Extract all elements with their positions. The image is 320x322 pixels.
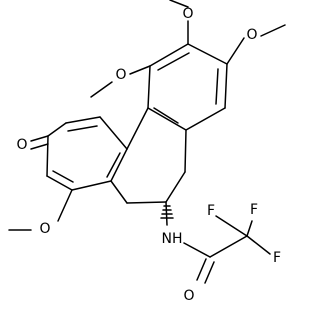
bond-trop-double-2 — [52, 170, 74, 183]
bond-trop-double-1 — [106, 152, 121, 178]
bond-trop-2 — [71, 180, 112, 191]
bond-trop-4 — [46, 135, 49, 177]
bond-ar-double-3 — [153, 107, 179, 124]
bond-seven-3 — [126, 201, 167, 204]
bond-ring-methoxy-1 — [57, 189, 73, 222]
bond-seven-1 — [184, 129, 187, 173]
bond-amide-co-1 — [196, 258, 207, 281]
fluorine-top-right-label: F — [250, 202, 258, 218]
oxygen-ring-methoxy-label: O — [39, 221, 50, 237]
fluorine-top-left-label: F — [207, 203, 215, 219]
bond-trop-double-3 — [67, 125, 98, 132]
nitrogen-amide-label: NH — [162, 231, 183, 247]
fluorine-right-label: F — [273, 250, 281, 266]
bond-trop-3 — [46, 175, 73, 191]
bond-ketone-1 — [30, 135, 49, 142]
bond-cf3-3 — [246, 235, 271, 255]
bond-amide-co-2 — [204, 261, 215, 284]
bond-ar-double-2 — [215, 68, 219, 105]
bond-cf3-2 — [215, 215, 248, 237]
oxygen-ketone-label: O — [16, 137, 27, 153]
bond-ar-6 — [147, 65, 151, 109]
bond-trop-6 — [65, 116, 101, 124]
bond-group — [8, 0, 286, 284]
bond-methoxy-right-1 — [226, 37, 245, 65]
bond-ar-2 — [187, 43, 228, 65]
bond-ketone-2 — [30, 143, 49, 150]
bond-methoxy-left-2 — [90, 81, 113, 98]
bond-trop-1 — [110, 148, 128, 182]
bond-methoxy-left-1 — [129, 65, 151, 75]
oxygen-right-label: O — [246, 27, 257, 43]
bond-ar-5 — [147, 107, 187, 131]
bond-cf3-1 — [246, 220, 253, 237]
bond-methoxy-right-2 — [260, 24, 286, 37]
colchicine-analog-structure: O O O O O NH O F F F — [8, 0, 286, 304]
bond-ar-4 — [185, 107, 226, 131]
bond-seven-4 — [110, 180, 128, 204]
atom-labels: O O O O O NH O F F F — [16, 6, 281, 304]
stereo-hash-bond — [160, 205, 174, 219]
oxygen-left-label: O — [115, 67, 126, 83]
oxygen-amide-label: O — [183, 288, 194, 304]
bond-side-3 — [209, 235, 248, 258]
bond-trop-5 — [47, 122, 67, 137]
bond-seven-2 — [165, 171, 186, 203]
oxygen-top-label: O — [182, 6, 193, 22]
bond-seven-5 — [126, 107, 149, 150]
structure-canvas: O O O O O NH O F F F — [8, 0, 286, 304]
bond-ar-double-1 — [157, 52, 190, 71]
bond-trop-7 — [99, 116, 128, 150]
bond-ar-3 — [224, 63, 228, 109]
bond-side-2 — [183, 242, 211, 258]
bond-ar-1 — [149, 43, 189, 67]
bond-methoxy-top-2 — [169, 0, 189, 8]
